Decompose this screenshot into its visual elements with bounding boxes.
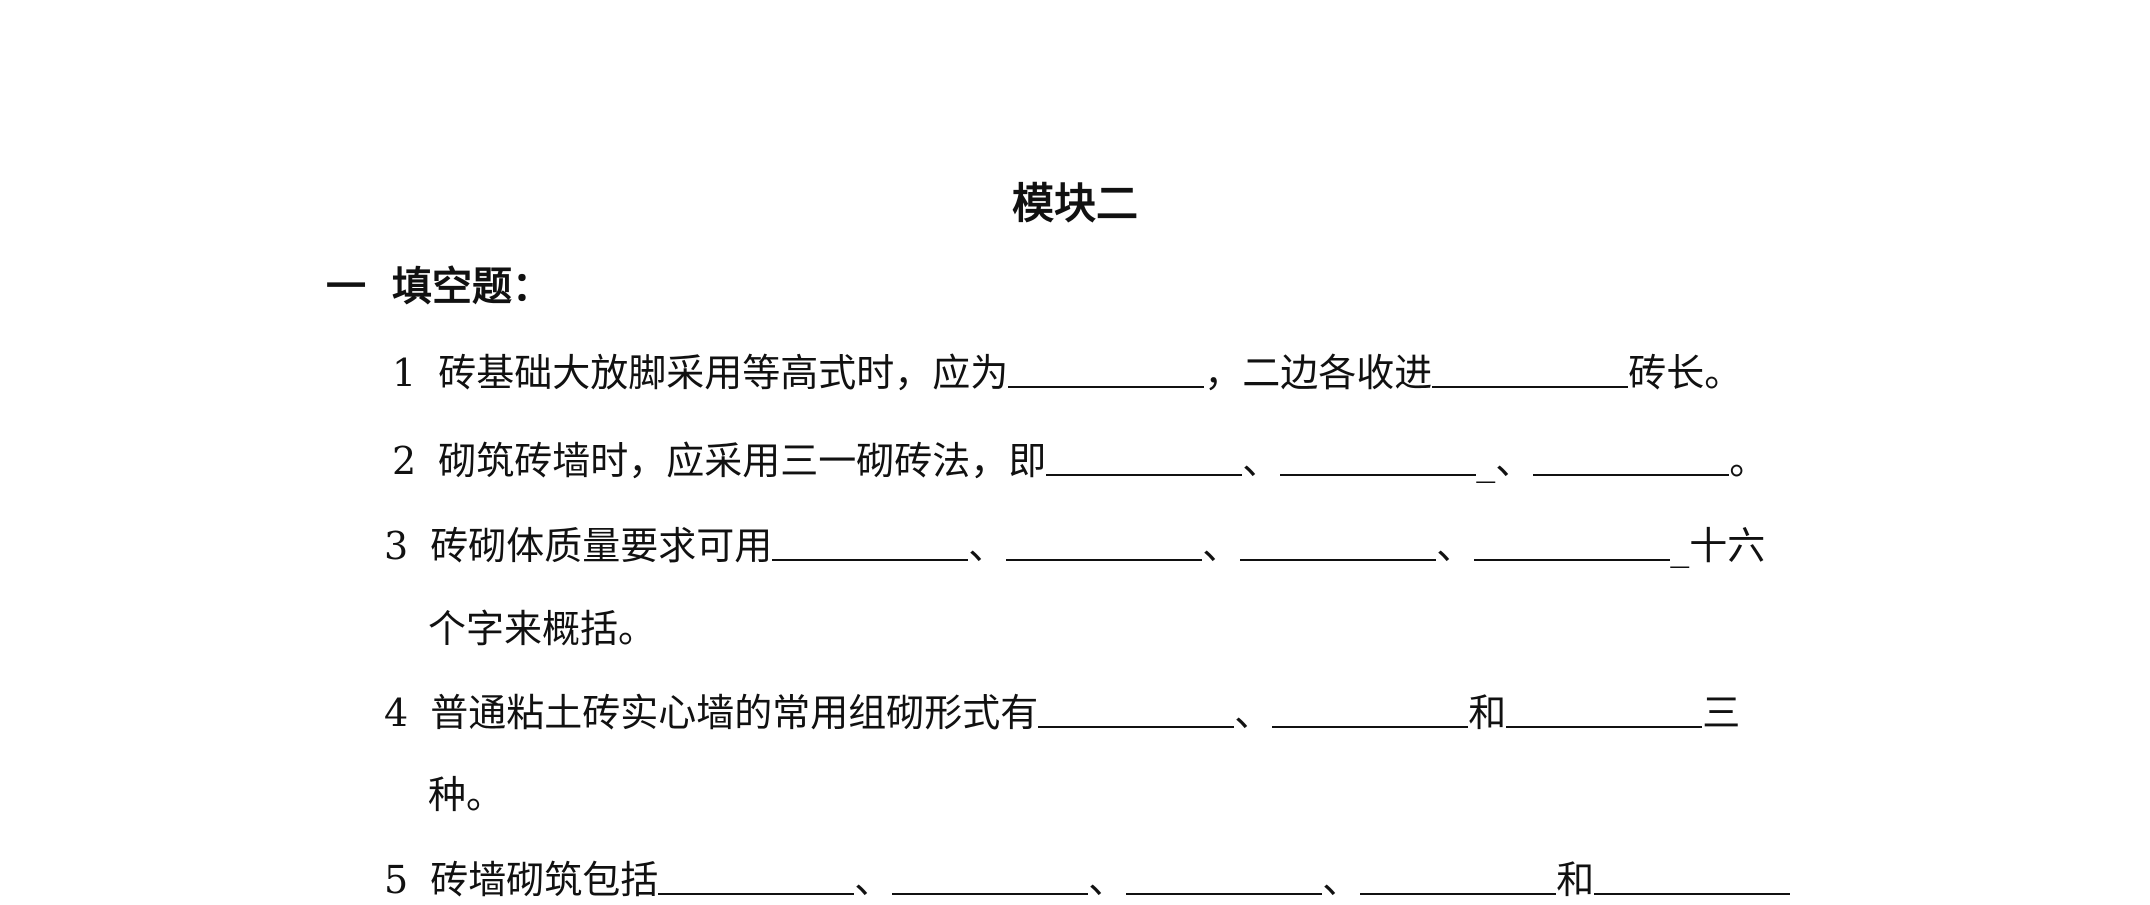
question-number: 4 [384, 691, 409, 735]
answer-blank[interactable] [658, 857, 855, 895]
question-text: 、 [1436, 524, 1475, 568]
answer-blank[interactable] [1474, 523, 1671, 561]
question-4-continuation: 种。 [428, 773, 505, 817]
answer-blank[interactable] [1006, 523, 1203, 561]
question-text: 和 [1468, 691, 1507, 735]
question-text: 、 [968, 524, 1007, 568]
question-text: ，二边各收进 [1204, 351, 1433, 395]
question-number: 3 [384, 524, 409, 568]
question-text: 、 [1088, 858, 1127, 902]
answer-blank[interactable] [892, 857, 1089, 895]
question-text: 砖基础大放脚采用等高式时，应为 [438, 351, 1009, 395]
question-number: 1 [392, 351, 417, 395]
answer-blank[interactable] [1594, 857, 1791, 895]
question-2: 2 砌筑砖墙时，应采用三一砌砖法，即 、 _、 。 [392, 436, 1767, 486]
answer-blank[interactable] [1272, 690, 1469, 728]
question-text: 、 [1202, 524, 1241, 568]
question-3: 3 砖砌体质量要求可用 、 、 、 _十六 [384, 521, 1765, 571]
section-heading-text: 填空题： [392, 264, 552, 310]
answer-blank[interactable] [1008, 350, 1205, 388]
question-text: _十六 [1670, 524, 1766, 568]
question-text: 、 [1242, 439, 1281, 483]
answer-blank[interactable] [1533, 438, 1730, 476]
question-text: 砌筑砖墙时，应采用三一砌砖法，即 [438, 439, 1047, 483]
answer-blank[interactable] [1280, 438, 1477, 476]
question-text: 砖墙砌筑包括 [430, 858, 659, 902]
answer-blank[interactable] [1432, 350, 1629, 388]
section-heading: 一填空题： [326, 262, 552, 312]
answer-blank[interactable] [1506, 690, 1703, 728]
section-number: 一 [326, 264, 366, 310]
question-text: 。 [1729, 439, 1768, 483]
question-text: _、 [1476, 439, 1534, 483]
question-number: 5 [384, 858, 409, 902]
answer-blank[interactable] [1240, 523, 1437, 561]
question-text: 三 [1702, 691, 1741, 735]
question-number: 2 [392, 439, 417, 483]
question-text: 、 [1234, 691, 1273, 735]
page-title: 模块二 [1011, 179, 1138, 228]
question-5: 5 砖墙砌筑包括 、 、 、 和 [384, 855, 1791, 905]
answer-blank[interactable] [1126, 857, 1323, 895]
answer-blank[interactable] [772, 523, 969, 561]
question-3-continuation: 个字来概括。 [428, 607, 657, 651]
question-text: 、 [1322, 858, 1361, 902]
question-1: 1 砖基础大放脚采用等高式时，应为 ，二边各收进 砖长。 [392, 348, 1742, 398]
question-text: 砖砌体质量要求可用 [430, 524, 773, 568]
question-text: 砖长。 [1628, 351, 1743, 395]
question-4: 4 普通粘土砖实心墙的常用组砌形式有 、 和 三 [384, 688, 1740, 738]
question-text: 普通粘土砖实心墙的常用组砌形式有 [430, 691, 1039, 735]
answer-blank[interactable] [1046, 438, 1243, 476]
question-text: 和 [1556, 858, 1595, 902]
answer-blank[interactable] [1038, 690, 1235, 728]
answer-blank[interactable] [1360, 857, 1557, 895]
question-text: 、 [854, 858, 893, 902]
